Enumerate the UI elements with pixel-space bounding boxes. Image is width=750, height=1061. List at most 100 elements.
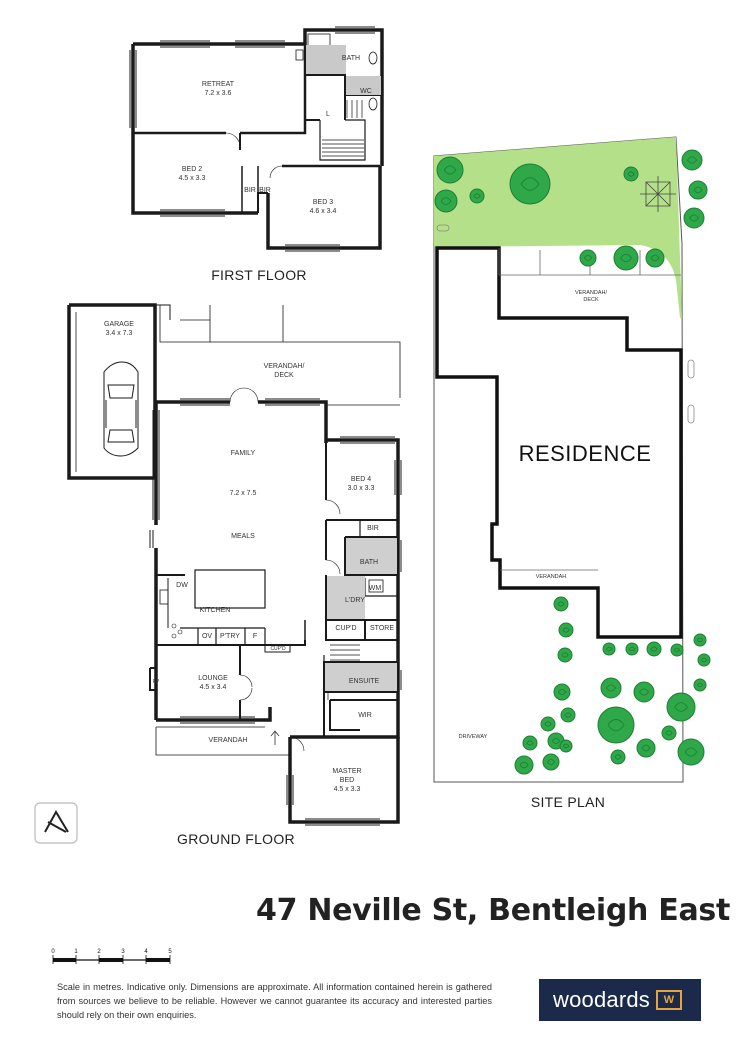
tree-icon [677, 738, 705, 766]
room-laundry: L'DRY [345, 597, 365, 604]
tree-icon [509, 163, 551, 205]
room-retreat: RETREAT [202, 81, 235, 88]
tree-detail [562, 743, 570, 749]
woodards-logo[interactable]: woodards W [539, 979, 701, 1021]
tree-icon [666, 692, 696, 722]
room-retreat-dims: 7.2 x 3.6 [205, 90, 232, 97]
site-verandah: VERANDAH [536, 574, 567, 580]
tree-icon [597, 706, 635, 744]
room-master-bed: BED [340, 777, 354, 784]
tree-detail [614, 754, 622, 760]
scale-tick-2: 2 [97, 949, 101, 955]
tree-detail [520, 177, 540, 191]
tree-icon [542, 753, 560, 771]
tree-detail [564, 712, 572, 718]
tree-detail [693, 186, 703, 194]
tree-detail [696, 682, 704, 688]
room-family-dims: 7.2 x 7.5 [230, 490, 257, 497]
tree-detail [650, 646, 658, 652]
logo-mark-icon: W [656, 990, 682, 1010]
room-bed3: BED 3 [313, 199, 333, 206]
room-fridge: F [253, 633, 257, 640]
scale-tick-5: 5 [168, 949, 172, 955]
room-bir-a: BIR [244, 187, 256, 194]
tree-detail [557, 601, 565, 607]
site-verandah-deck-2: DECK [583, 297, 599, 303]
tree-detail [607, 718, 625, 732]
ground-floor-label: GROUND FLOOR [177, 831, 295, 847]
tree-detail [547, 759, 556, 765]
site-trees [434, 149, 711, 775]
tree-icon [681, 149, 703, 171]
room-dw: DW [176, 582, 188, 589]
tree-detail [544, 721, 552, 727]
first-floor-plan [129, 26, 384, 252]
disclaimer-text: Scale in metres. Indicative only. Dimens… [57, 982, 492, 1020]
tree-icon [693, 633, 707, 647]
room-bath-first: BATH [342, 55, 360, 62]
tree-icon [670, 643, 684, 657]
tree-icon [646, 641, 662, 657]
room-cupd-b: CUP'D [270, 646, 286, 652]
tree-icon [579, 249, 597, 267]
tree-detail [641, 744, 651, 752]
tree-icon [602, 642, 616, 656]
site-verandah-deck: VERANDAH/ [575, 290, 608, 296]
tree-icon [645, 248, 665, 268]
tree-detail [473, 193, 481, 199]
tree-detail [700, 657, 708, 663]
site-plan-labels: RESIDENCE VERANDAH/ DECK VERANDAH DRIVEW… [459, 290, 652, 810]
ground-floor-shading [325, 538, 397, 691]
tree-icon [633, 681, 655, 703]
ground-floor-labels: GARAGE 3.4 x 7.3 VERANDAH/ DECK FAMILY 7… [104, 321, 394, 847]
tree-icon [683, 207, 705, 229]
first-floor-labels: RETREAT 7.2 x 3.6 BATH WC L BED 2 4.5 x … [179, 55, 372, 283]
room-verandah-front: VERANDAH [209, 737, 248, 744]
room-family: FAMILY [231, 450, 256, 457]
site-plan-label: SITE PLAN [531, 794, 605, 810]
room-wir: WIR [358, 712, 372, 719]
tree-icon [559, 739, 573, 753]
tree-icon [625, 642, 639, 656]
room-garage: GARAGE [104, 321, 134, 328]
first-floor-shading [306, 45, 381, 95]
tree-detail [526, 740, 534, 746]
room-lounge: LOUNGE [198, 675, 228, 682]
first-floor-label: FIRST FLOOR [211, 267, 307, 283]
tree-detail [628, 646, 636, 652]
tree-detail [639, 688, 649, 696]
site-driveway: DRIVEWAY [459, 734, 488, 740]
property-address: 47 Neville St, Bentleigh East [256, 893, 730, 928]
tree-detail [684, 747, 698, 757]
site-plan [433, 136, 695, 783]
room-cupd-a: CUP'D [335, 625, 356, 632]
tree-icon [514, 755, 534, 775]
tree-icon [693, 678, 707, 692]
tree-icon [540, 716, 556, 732]
tree-icon [636, 738, 656, 758]
tree-icon [688, 180, 708, 200]
tree-icon [558, 622, 574, 638]
tree-icon [613, 245, 639, 271]
tree-detail [519, 761, 529, 769]
room-ensuite: ENSUITE [349, 678, 380, 685]
tree-icon [469, 188, 485, 204]
tree-detail [562, 627, 570, 633]
room-bed2-dims: 4.5 x 3.3 [179, 175, 206, 182]
tree-detail [687, 156, 697, 164]
tree-detail [696, 637, 704, 643]
room-fireplace: FP [153, 679, 160, 685]
tree-icon [623, 166, 639, 182]
scale-bar: 0 1 2 3 4 5 [51, 949, 172, 964]
tree-detail [558, 689, 567, 695]
room-bath-ground: BATH [360, 559, 378, 566]
tree-icon [610, 749, 626, 765]
tree-icon [661, 725, 677, 741]
tree-icon [697, 653, 711, 667]
tree-detail [673, 647, 681, 653]
tree-detail [620, 253, 632, 263]
tree-detail [440, 197, 452, 205]
tree-icon [553, 596, 569, 612]
residence-label: RESIDENCE [519, 441, 652, 466]
room-lounge-dims: 4.5 x 3.4 [200, 684, 227, 691]
